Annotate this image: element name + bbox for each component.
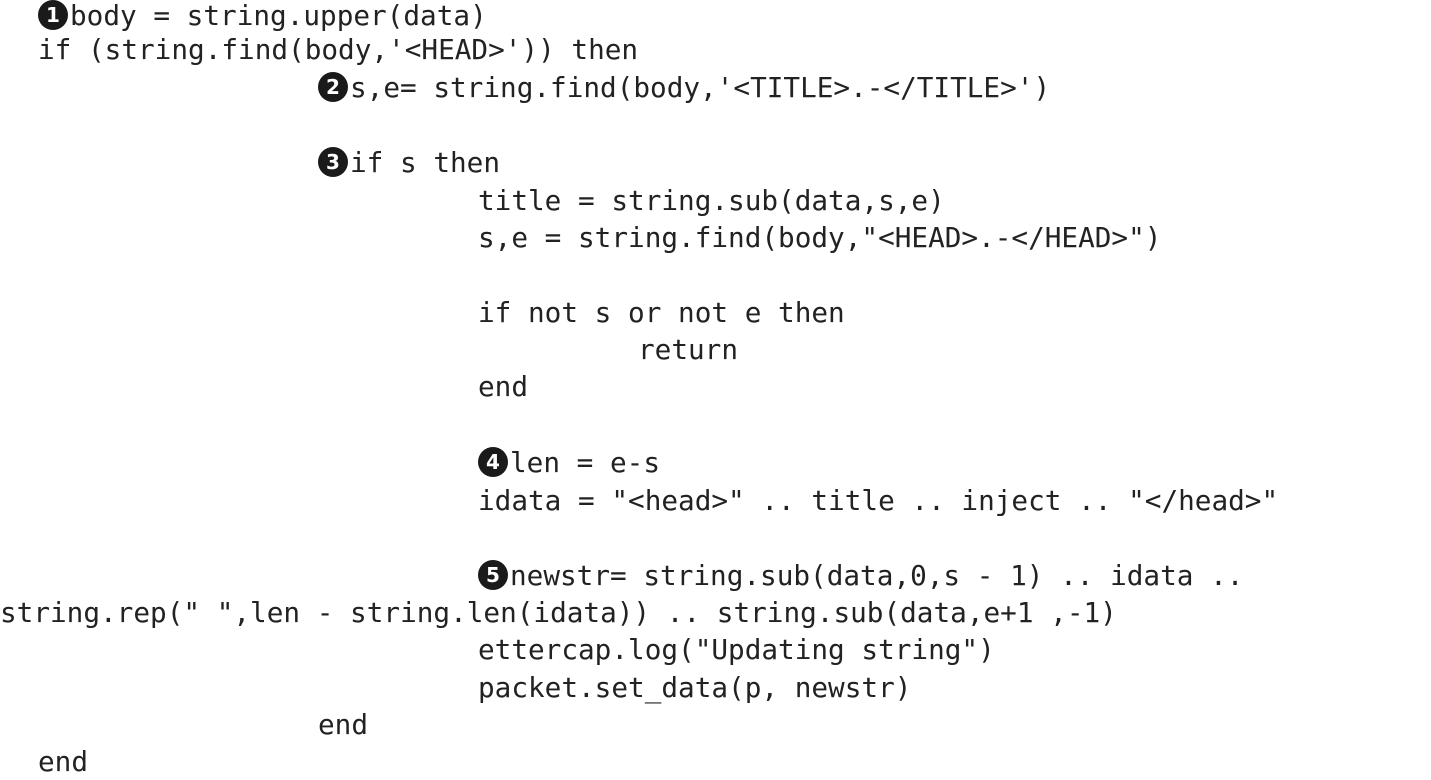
code-text: s,e= string.find(body,'<TITLE>.-</TITLE>… bbox=[350, 71, 1051, 104]
code-line: return bbox=[638, 332, 738, 368]
callout-marker: 3 bbox=[318, 147, 348, 177]
code-text: body = string.upper(data) bbox=[70, 0, 487, 32]
code-text: packet.set_data(p, newstr) bbox=[478, 671, 912, 704]
code-text: s,e = string.find(body,"<HEAD>.-</HEAD>"… bbox=[478, 221, 1162, 254]
callout-marker: 2 bbox=[318, 72, 348, 102]
code-text: end bbox=[318, 708, 369, 741]
code-text: end bbox=[38, 745, 89, 778]
code-line: end bbox=[478, 369, 528, 405]
code-text: if s then bbox=[350, 146, 501, 179]
code-text: newstr= string.sub(data,0,s - 1) .. idat… bbox=[510, 559, 1244, 592]
code-text: if not s or not e then bbox=[478, 296, 845, 329]
code-text: if (string.find(body,'<HEAD>')) then bbox=[38, 33, 639, 66]
code-text: ettercap.log("Updating string") bbox=[478, 633, 995, 666]
callout-marker: 4 bbox=[478, 447, 508, 477]
code-line: end bbox=[38, 744, 88, 780]
code-line: end bbox=[318, 707, 368, 743]
code-text: end bbox=[478, 370, 529, 403]
code-line: string.rep(" ",len - string.len(idata)) … bbox=[0, 595, 1117, 631]
code-text: len = e-s bbox=[510, 446, 661, 479]
code-line: packet.set_data(p, newstr) bbox=[478, 670, 911, 706]
code-text: string.rep(" ",len - string.len(idata)) … bbox=[0, 596, 1117, 629]
code-line: if not s or not e then bbox=[478, 295, 845, 331]
code-text: return bbox=[638, 333, 739, 366]
code-line: if (string.find(body,'<HEAD>')) then bbox=[38, 32, 638, 68]
code-text: title = string.sub(data,s,e) bbox=[478, 184, 945, 217]
code-line: idata = "<head>" .. title .. inject .. "… bbox=[478, 483, 1278, 519]
code-line: ettercap.log("Updating string") bbox=[478, 632, 995, 668]
callout-marker: 1 bbox=[38, 0, 68, 30]
code-line: s,e = string.find(body,"<HEAD>.-</HEAD>"… bbox=[478, 220, 1161, 256]
code-line: title = string.sub(data,s,e) bbox=[478, 183, 945, 219]
callout-marker: 5 bbox=[478, 560, 508, 590]
code-text: idata = "<head>" .. title .. inject .. "… bbox=[478, 484, 1279, 517]
